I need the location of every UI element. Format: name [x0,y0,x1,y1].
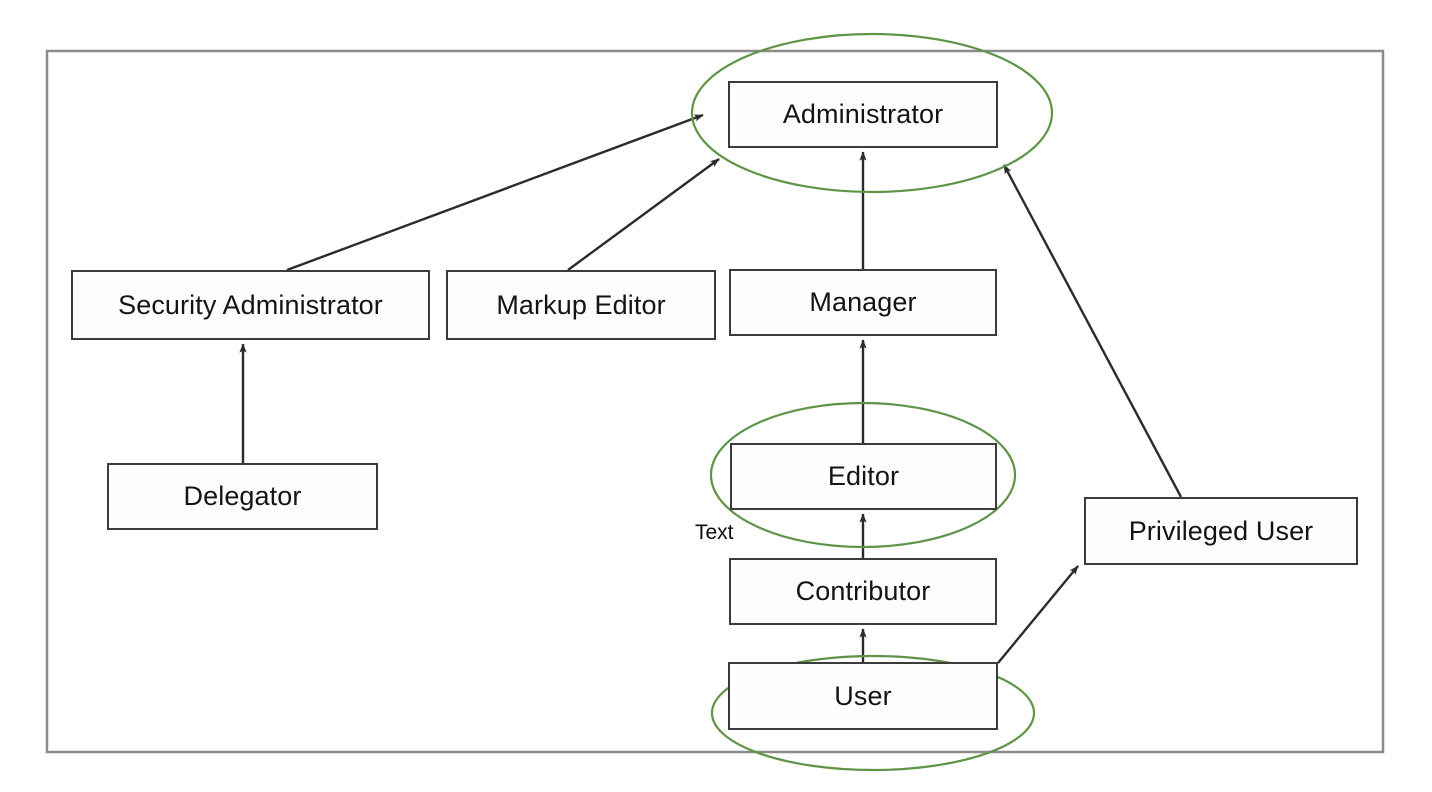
highlight-ellipse-user [710,654,1036,772]
node-editor[interactable]: Editor [730,443,997,510]
node-administrator[interactable]: Administrator [728,81,998,148]
node-privileged-user[interactable]: Privileged User [1084,497,1358,565]
node-label-delegator: Delegator [183,481,302,511]
diagram-frame [45,49,1385,754]
edge-markup-editor-to-administrator [567,158,720,271]
node-label-contributor: Contributor [795,576,931,606]
node-label-markup-editor: Markup Editor [496,289,666,320]
edge-user-to-privileged-user [997,565,1079,664]
node-label-privileged-user: Privileged User [1128,515,1314,546]
node-manager[interactable]: Manager [729,269,997,336]
node-markup-editor[interactable]: Markup Editor [446,270,716,340]
node-security-administrator[interactable]: Security Administrator [71,270,430,340]
highlight-ellipse-administrator [690,32,1054,194]
node-label-editor: Editor [827,461,900,491]
node-contributor[interactable]: Contributor [729,558,997,625]
edge-security-administrator-to-administrator [286,113,704,272]
node-label-security-administrator: Security Administrator [118,289,383,320]
edge-layer [239,113,1183,664]
node-label-manager: Manager [809,287,917,317]
node-label-administrator: Administrator [782,99,944,129]
highlight-ellipse-editor [709,401,1017,549]
annotation-text-label: Text [695,521,734,544]
node-label-user: User [834,680,892,711]
highlight-layer [690,32,1054,772]
edge-privileged-user-to-administrator [1002,164,1183,498]
node-user[interactable]: User [728,662,998,730]
node-delegator[interactable]: Delegator [107,463,378,530]
